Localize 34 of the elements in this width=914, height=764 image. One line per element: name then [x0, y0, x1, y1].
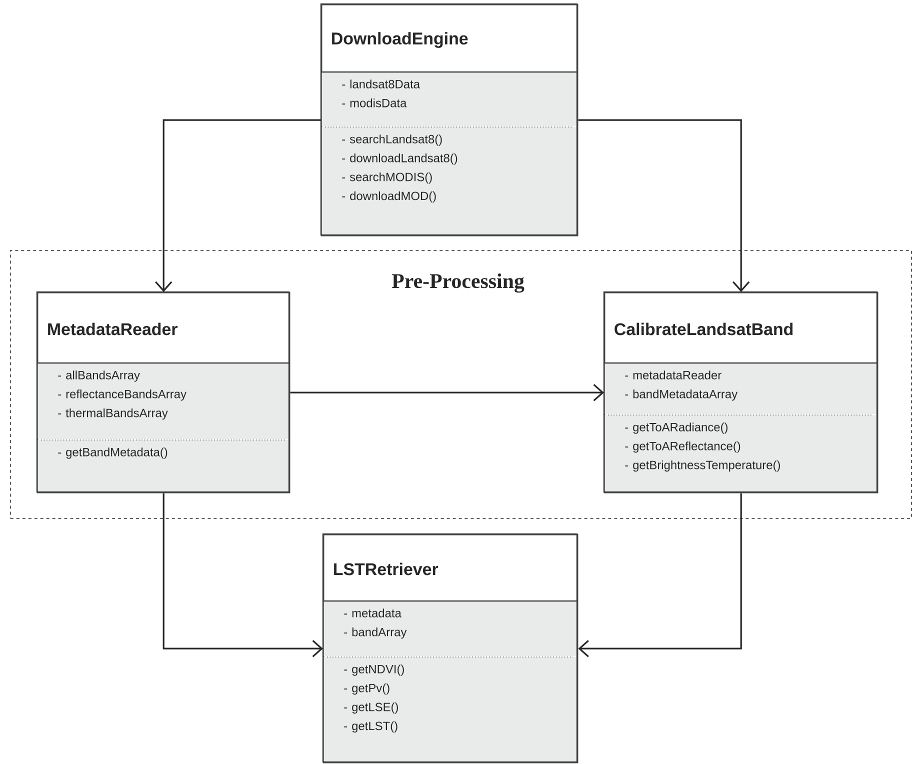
- compartment: - landsat8Data - modisData: [322, 72, 576, 126]
- node-label: - getPv(): [344, 684, 390, 695]
- node-label: - downloadMOD(): [342, 191, 436, 203]
- arrow: [578, 493, 742, 658]
- arrow: [290, 384, 604, 402]
- compartment: - metadataReader - bandMetadataArray: [604, 363, 876, 414]
- node-label: - bandArray: [344, 628, 407, 639]
- node-label: - searchMODIS(): [342, 172, 432, 184]
- arrow: [162, 493, 323, 658]
- node-label: - downloadLandsat8(): [342, 154, 458, 165]
- node-label: - getLSE(): [344, 702, 398, 714]
- node-label: - modisData: [342, 98, 407, 108]
- compartment: - searchLandsat8() - downloadLandsat8() - searchMODIS() - downloadMOD(): [322, 127, 576, 234]
- compartment: - getToARadiance() - getToAReflectance() - getBrightnessTemperature(): [604, 415, 876, 492]
- node-label: - getBandMetadata(): [58, 448, 168, 459]
- compartment: - metadata - bandArray: [324, 601, 576, 656]
- node-label: - metadata: [344, 608, 402, 618]
- node-label: - allBandsArray: [58, 370, 140, 382]
- node-label: - landsat8Data: [342, 80, 420, 88]
- node-label: - thermalBandsArray: [58, 408, 168, 420]
- node-label: - getLST(): [344, 721, 398, 733]
- arrow: [578, 119, 750, 292]
- node-label: - getToARadiance(): [625, 422, 728, 434]
- compartment: - getBandMetadata(): [38, 440, 288, 492]
- node-label: - searchLandsat8(): [342, 134, 442, 146]
- node-label: - getBrightnessTemperature(): [625, 460, 780, 472]
- node-label: - getNDVI(): [344, 664, 404, 676]
- node-label: - metadataReader: [625, 370, 722, 380]
- compartment: - getNDVI() - getPv() - getLSE() - getLST(): [324, 657, 576, 762]
- node-label: - reflectanceBandsArray: [58, 390, 186, 401]
- arrow: [155, 119, 321, 292]
- node-label: - bandMetadataArray: [625, 390, 738, 401]
- compartment: - allBandsArray - reflectanceBandsArray - thermalBandsArray: [38, 363, 288, 440]
- node-label: - getToAReflectance(): [625, 442, 740, 453]
